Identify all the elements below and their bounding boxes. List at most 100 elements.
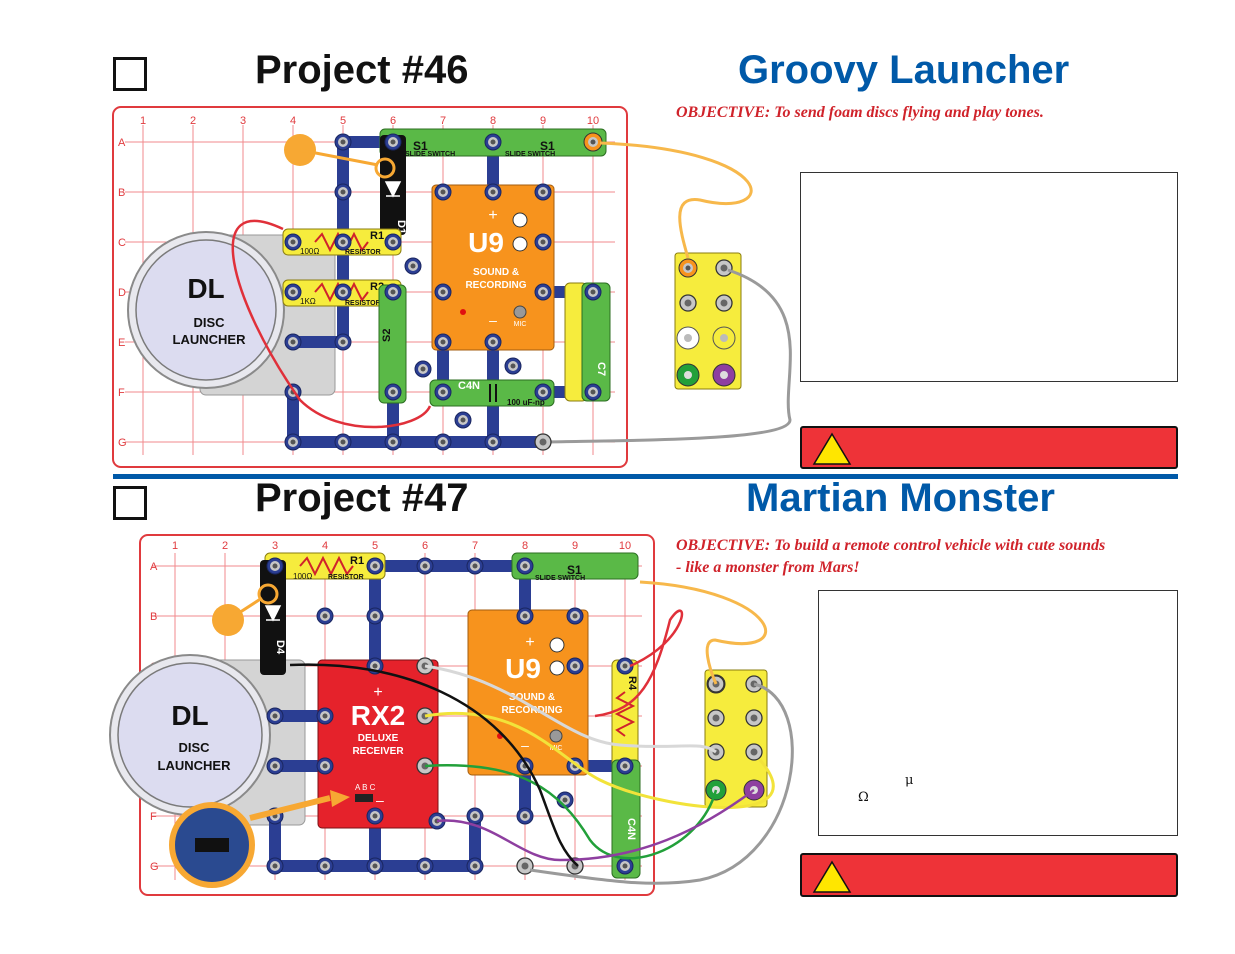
svg-text:–: – xyxy=(489,312,497,328)
svg-text:9: 9 xyxy=(572,540,578,552)
svg-text:1: 1 xyxy=(140,115,146,127)
battery-holder-b3 xyxy=(674,252,742,390)
jumper-wire-orange xyxy=(639,580,768,685)
svg-text:DL: DL xyxy=(187,273,224,304)
svg-text:A B C: A B C xyxy=(355,783,376,792)
svg-text:S1: S1 xyxy=(540,139,555,153)
svg-text:RESISTOR: RESISTOR xyxy=(328,574,364,581)
svg-text:SOUND &: SOUND & xyxy=(473,267,519,278)
micro-symbol: μ xyxy=(905,773,914,788)
svg-text:F: F xyxy=(150,811,157,823)
d4-led: D4 xyxy=(260,560,286,675)
svg-text:DISC: DISC xyxy=(193,315,225,330)
svg-text:7: 7 xyxy=(472,540,478,552)
jumper-wire-black xyxy=(289,663,579,867)
jumper-wire-gray xyxy=(547,268,792,444)
project-46-name: Groovy Launcher xyxy=(738,48,1070,92)
jumper-wire-red xyxy=(594,609,684,718)
svg-text:C7: C7 xyxy=(595,362,607,376)
r4-resistor-vertical: R4 xyxy=(611,659,639,773)
svg-text:SLIDE SWITCH: SLIDE SWITCH xyxy=(535,575,585,582)
svg-text:RESISTOR: RESISTOR xyxy=(345,300,381,307)
svg-text:100Ω: 100Ω xyxy=(293,572,312,581)
svg-text:U9: U9 xyxy=(505,653,541,684)
svg-text:DELUXE: DELUXE xyxy=(358,733,399,744)
svg-text:G: G xyxy=(118,437,127,449)
project-46-info-box xyxy=(800,172,1178,382)
svg-text:9: 9 xyxy=(540,115,546,127)
svg-text:+: + xyxy=(525,634,534,651)
svg-text:4: 4 xyxy=(322,540,328,552)
svg-text:U9: U9 xyxy=(468,227,504,258)
svg-text:LAUNCHER: LAUNCHER xyxy=(158,758,232,773)
svg-text:C4N: C4N xyxy=(458,380,480,392)
jumper-wire-orange xyxy=(599,141,753,259)
svg-text:RESISTOR: RESISTOR xyxy=(345,249,381,256)
svg-text:8: 8 xyxy=(490,115,496,127)
svg-text:R4: R4 xyxy=(626,676,638,691)
jumper-wire-white xyxy=(424,664,717,754)
project-47-objective-line1: OBJECTIVE: To build a remote control veh… xyxy=(676,537,1106,554)
svg-text:SOUND &: SOUND & xyxy=(509,692,555,703)
svg-text:D4: D4 xyxy=(274,640,286,655)
svg-text:RECEIVER: RECEIVER xyxy=(352,746,404,757)
jumper-wire-gray xyxy=(529,682,794,885)
svg-text:3: 3 xyxy=(272,540,278,552)
svg-text:D: D xyxy=(118,287,126,299)
svg-text:5: 5 xyxy=(372,540,378,552)
svg-text:S2: S2 xyxy=(381,329,393,342)
r1-resistor: R1 100Ω RESISTOR xyxy=(264,552,386,581)
svg-text:A: A xyxy=(118,137,126,149)
svg-text:B: B xyxy=(150,611,157,623)
disc-launcher-dl: DL DISC LAUNCHER xyxy=(127,231,336,396)
svg-text:C: C xyxy=(118,237,126,249)
svg-text:RECORDING: RECORDING xyxy=(465,280,526,291)
svg-text:DISC: DISC xyxy=(178,740,210,755)
svg-text:RX2: RX2 xyxy=(351,700,405,731)
project-46-checkbox[interactable] xyxy=(113,57,147,91)
svg-text:4: 4 xyxy=(290,115,296,127)
svg-text:100 uF-np: 100 uF-np xyxy=(507,398,545,407)
svg-text:DL: DL xyxy=(171,700,208,731)
c4n-capacitor: C4N 100 uF-np xyxy=(429,379,555,407)
disc-launcher-dl: DL DISC LAUNCHER xyxy=(109,654,306,826)
grid-row-labels: AB CD EF G xyxy=(118,137,127,449)
battery-holder-b3 xyxy=(704,669,768,808)
svg-text:G: G xyxy=(150,861,159,873)
project-47-objective-line2: - like a monster from Mars! xyxy=(676,559,860,576)
svg-text:2: 2 xyxy=(190,115,196,127)
svg-text:RECORDING: RECORDING xyxy=(501,705,562,716)
svg-text:S1: S1 xyxy=(413,139,428,153)
svg-text:–: – xyxy=(376,792,384,808)
project-47-info-box xyxy=(818,590,1178,836)
section-divider xyxy=(113,474,1178,479)
svg-text:SLIDE SWITCH: SLIDE SWITCH xyxy=(505,151,555,158)
s1-slide-switch: S1 SLIDE SWITCH xyxy=(511,552,639,582)
svg-text:–: – xyxy=(521,737,529,753)
svg-text:R1: R1 xyxy=(350,555,364,567)
svg-text:1: 1 xyxy=(172,540,178,552)
rx2-deluxe-receiver: + RX2 DELUXE RECEIVER A B C – xyxy=(317,659,439,829)
svg-text:LAUNCHER: LAUNCHER xyxy=(173,332,247,347)
project-47-circuit-diagram: 12 34 56 78 910 AB CD EF G DL DISC LAUNC… xyxy=(109,534,794,896)
project-46-title: Project #46 xyxy=(255,48,469,92)
project-46-objective: OBJECTIVE: To send foam discs flying and… xyxy=(676,104,1044,121)
svg-text:6: 6 xyxy=(422,540,428,552)
jumper-wire-green xyxy=(424,764,718,860)
project-47-checkbox[interactable] xyxy=(113,486,147,520)
svg-text:C4N: C4N xyxy=(625,818,637,840)
project-46-warning-bar xyxy=(800,426,1178,469)
svg-text:6: 6 xyxy=(390,115,396,127)
svg-text:3: 3 xyxy=(240,115,246,127)
svg-text:+: + xyxy=(373,684,382,701)
ohm-symbol: Ω xyxy=(858,790,869,805)
svg-text:SLIDE SWITCH: SLIDE SWITCH xyxy=(405,151,455,158)
svg-text:R1: R1 xyxy=(370,230,384,242)
jumper-wire-yellow xyxy=(424,711,775,809)
switch-zoom-callout xyxy=(169,790,350,888)
svg-text:1KΩ: 1KΩ xyxy=(300,297,316,306)
svg-text:MIC: MIC xyxy=(514,321,527,328)
